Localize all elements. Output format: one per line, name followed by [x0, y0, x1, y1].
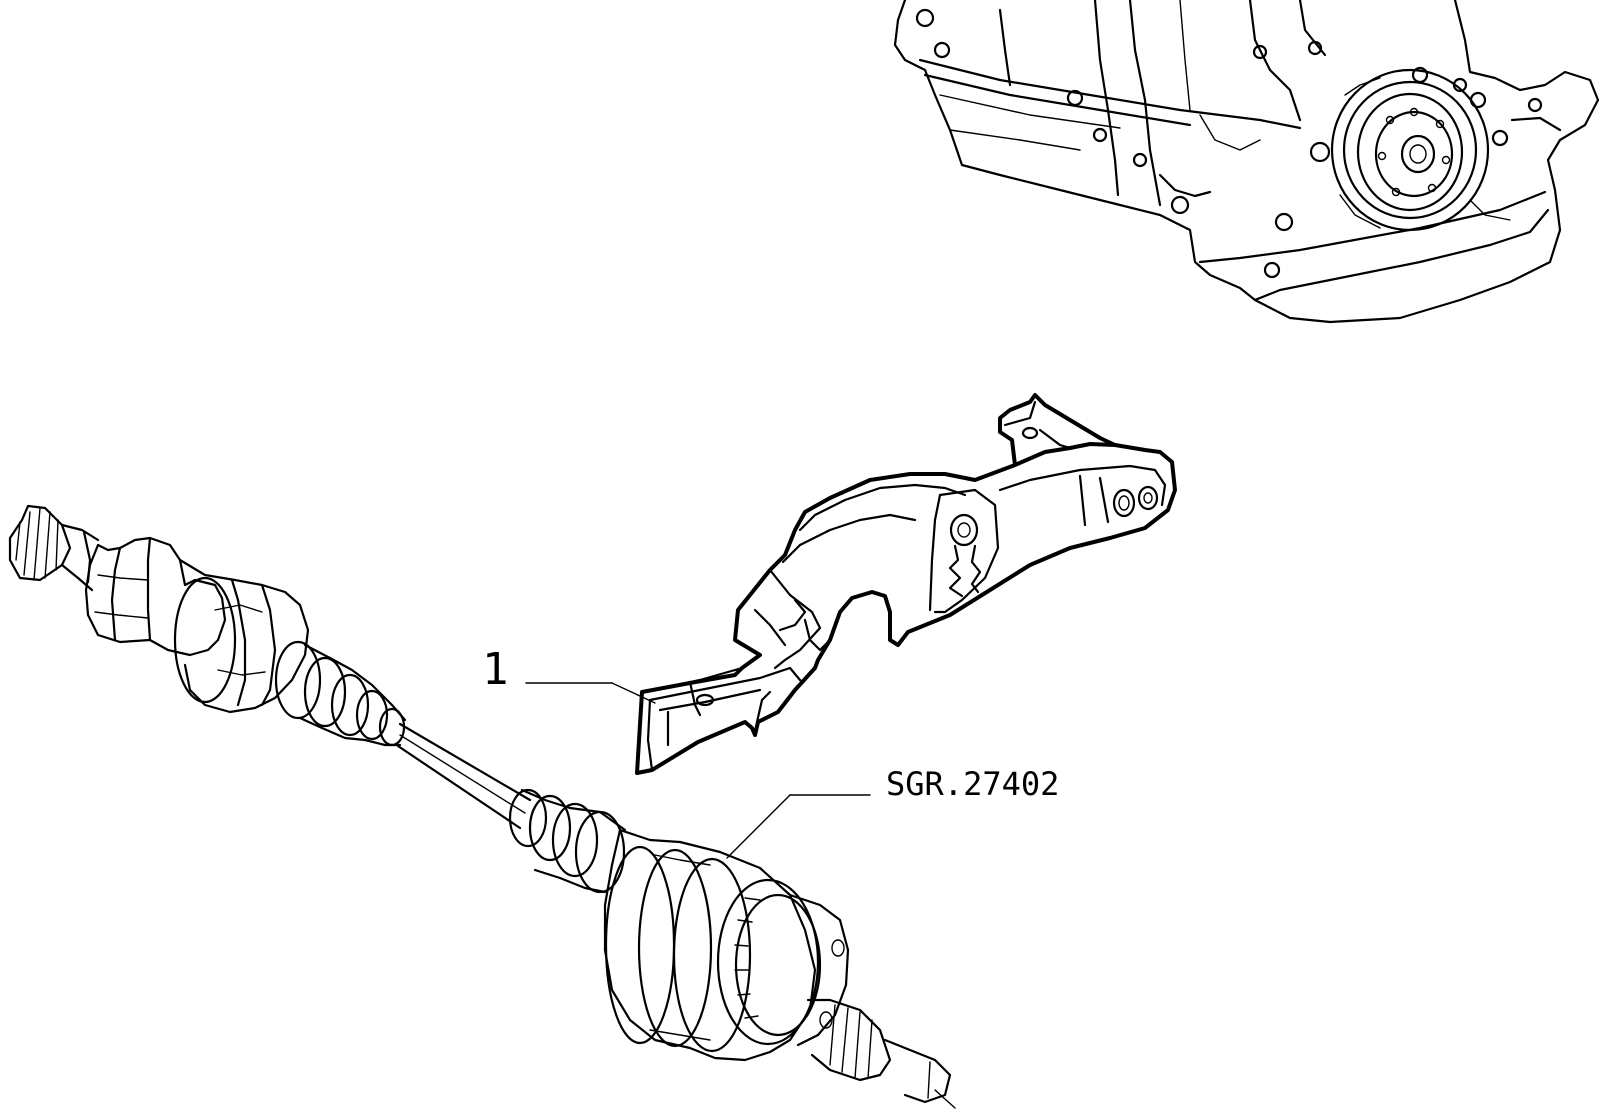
callout-leader-line-1b [611, 682, 656, 704]
reference-code-label: SGR.27402 [886, 765, 1059, 803]
part-number-label: 1 [482, 644, 509, 695]
callout-reference: SGR.27402 [726, 765, 1059, 859]
callout-part-1: 1 [482, 644, 656, 704]
support-bracket-drawing [635, 393, 1177, 775]
engine-block-drawing [893, 0, 1600, 324]
callout-leader-line-ref-b [726, 794, 791, 859]
drive-shaft-drawing [8, 504, 956, 1109]
